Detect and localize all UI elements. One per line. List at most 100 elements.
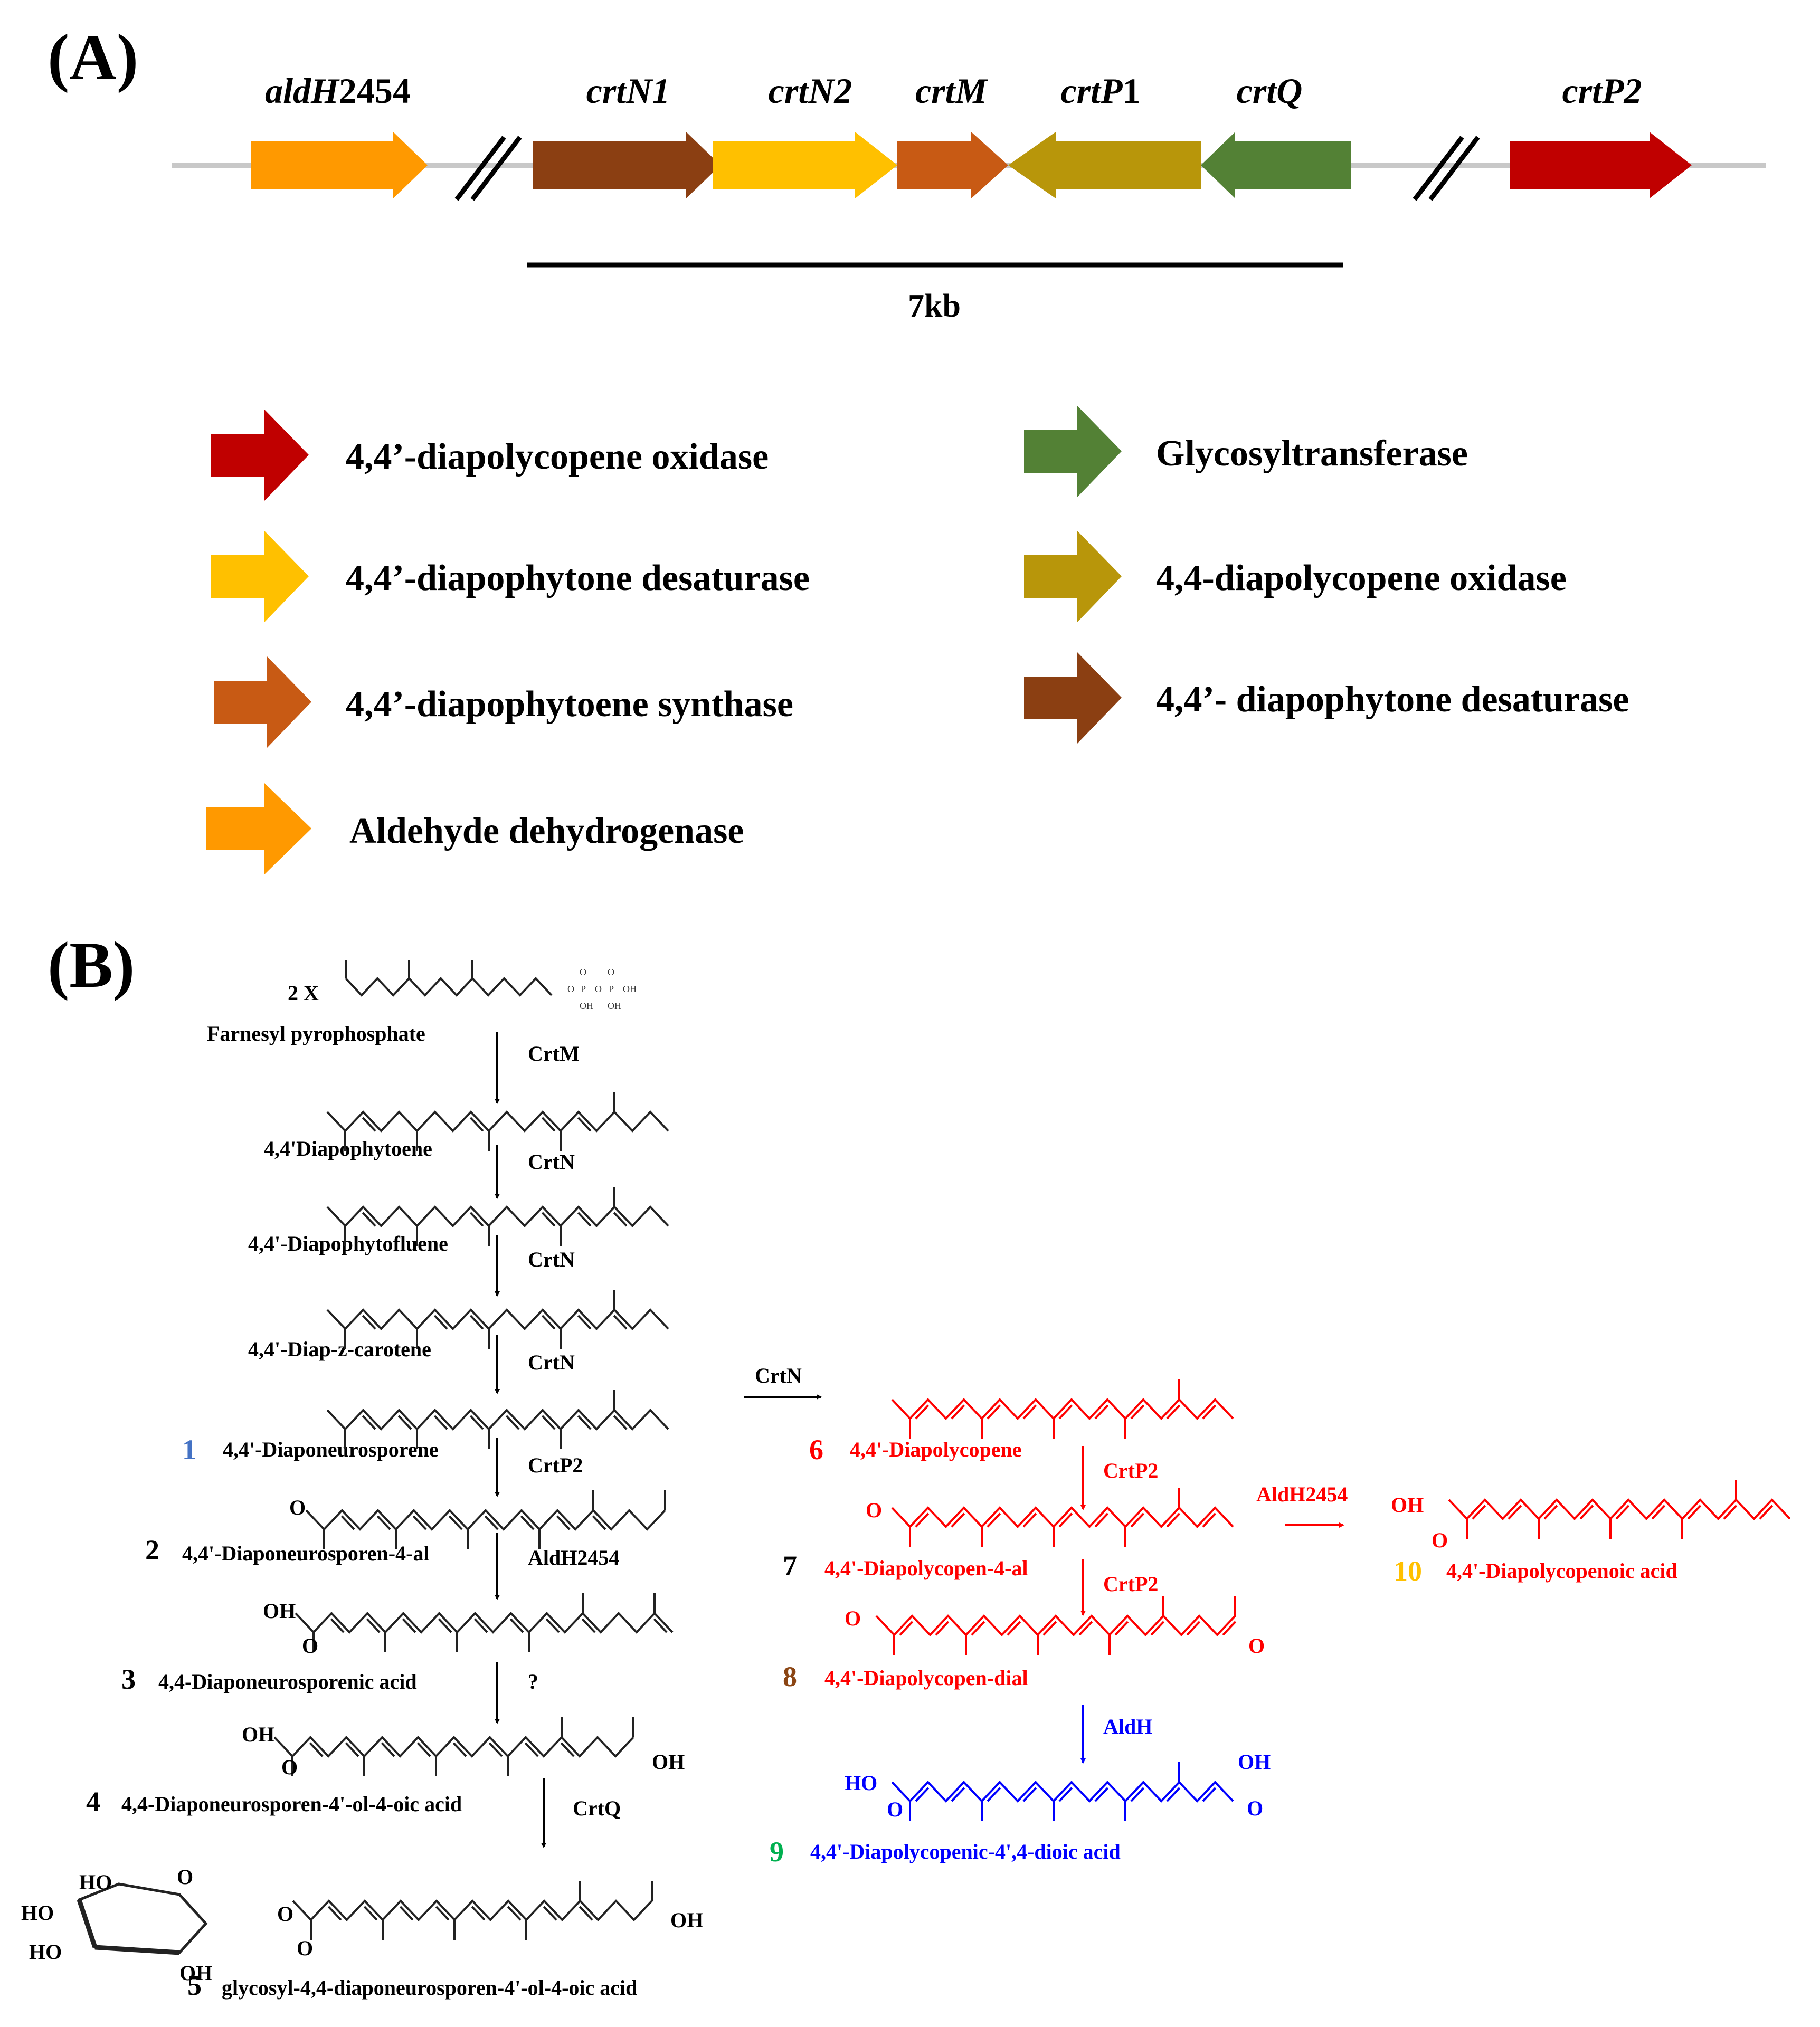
atom-oh-cmp4-alcohol: OH	[652, 1750, 685, 1774]
diaponeurosporenic-acid-backbone	[295, 1612, 674, 1634]
diapolycopenoic-acid-double-bond	[1508, 1505, 1522, 1520]
diapolycopenic-dioic-acid-double-bond	[1202, 1787, 1217, 1802]
diapolycopen-4-al-double-bond	[915, 1512, 930, 1528]
diaponeurosporenic-acid-double-bond	[509, 1618, 524, 1633]
atom-o-cmp8-right: O	[1248, 1634, 1265, 1658]
diapolycopenoic-acid-double-bond	[1472, 1505, 1486, 1520]
diaponeurosporen-4-al-double-bond	[448, 1515, 463, 1530]
legend-label-diapophytone-desaturase-2: 4,4’- diapophytone desaturase	[1156, 679, 1629, 720]
gene-label-crtn1: crtN1	[586, 71, 670, 111]
diaponeurosporene-double-bond	[541, 1415, 556, 1430]
diapolycopenic-dioic-acid-double-bond	[987, 1787, 1001, 1802]
panel-b-label: (B)	[48, 929, 135, 1001]
main-pathway-enzyme-label: ?	[528, 1670, 538, 1693]
diapolycopenoic-acid-double-bond	[1651, 1505, 1666, 1520]
gene-label-crtp1: crtP1	[1060, 71, 1140, 111]
diapophytoene-backbone	[326, 1110, 669, 1133]
diaponeurosporen-ol-oic-acid-double-bond	[524, 1742, 539, 1757]
diapolycopen-4-al-double-bond	[1094, 1512, 1109, 1528]
atom-ho-glyc-1: HO	[79, 1870, 112, 1894]
gene-label-crtn2: crtN2	[769, 71, 852, 111]
diapolycopenoic-acid-double-bond	[1687, 1505, 1702, 1520]
svg-text:P: P	[581, 984, 586, 994]
svg-text:OH: OH	[580, 1001, 593, 1011]
diaponeurosporenic-acid-double-bond	[366, 1618, 381, 1633]
glycosyl-diaponeurosporen-double-bond	[363, 1906, 378, 1921]
compound-number-1: 1	[182, 1434, 196, 1465]
diapolycopenic-dioic-acid-double-bond	[1130, 1787, 1145, 1802]
gene-arrow-crtn2	[713, 132, 897, 198]
diap-z-carotene-double-bond	[613, 1315, 628, 1330]
diapolycopenic-dioic-acid-backbone	[891, 1781, 1234, 1803]
atom-o-cmp4: O	[281, 1755, 298, 1779]
diapolycopenoic-acid-double-bond	[1543, 1505, 1558, 1520]
diaponeurosporen-4-al-backbone	[305, 1509, 666, 1531]
diapolycopenic-dioic-acid-double-bond	[951, 1787, 965, 1802]
diaponeurosporene-double-bond	[397, 1415, 412, 1430]
diaponeurosporene-double-bond	[469, 1415, 484, 1430]
diapolycopen-dial-double-bond	[1078, 1621, 1093, 1636]
gene-arrow-crtn1	[533, 132, 721, 198]
diapolycopen-dial-double-bond	[1222, 1621, 1237, 1636]
diaponeurosporenic-acid-double-bond	[402, 1618, 416, 1633]
compound-name-9: 4,4'-Diapolycopenic-4',4-dioic acid	[810, 1840, 1121, 1863]
atom-o-glyc-link: O	[277, 1902, 293, 1926]
diapophytofluene-double-bond	[577, 1212, 592, 1227]
fpp-name: Farnesyl pyrophosphate	[207, 1022, 425, 1045]
side-pathway-structures	[875, 1379, 1791, 1821]
diapolycopene-double-bond	[987, 1404, 1001, 1420]
svg-text:OH: OH	[623, 984, 637, 994]
atom-o-cmp7: O	[866, 1498, 882, 1522]
diapolycopene-double-bond	[1022, 1404, 1037, 1420]
glycosyl-diaponeurosporen-double-bond	[435, 1906, 450, 1921]
compound-number-10: 10	[1394, 1555, 1422, 1587]
diapolycopen-dial-double-bond	[1114, 1621, 1129, 1636]
legend-swatch-diapophytone-desaturase-1	[211, 530, 309, 623]
atom-o-cmp2: O	[289, 1496, 306, 1519]
diaponeurosporen-ol-oic-acid-double-bond	[488, 1742, 503, 1757]
diap-z-carotene-double-bond	[541, 1315, 556, 1330]
main-pathway-enzyme-label: CrtN	[528, 1350, 575, 1374]
atom-oh-cmp5-alcohol: OH	[670, 1908, 703, 1932]
side-pathway-enzyme-label: AldH	[1103, 1715, 1152, 1738]
compound-name-diap-z-carotene: 4,4'-Diap-z-carotene	[248, 1337, 431, 1361]
diaponeurosporene-double-bond	[613, 1415, 628, 1430]
diapolycopen-4-al-double-bond	[987, 1512, 1001, 1528]
diapolycopenoic-acid-double-bond	[1723, 1505, 1738, 1520]
atom-ho-cmp9: HO	[845, 1771, 877, 1795]
diaponeurosporen-4-al-double-bond	[592, 1515, 606, 1530]
gene-label-crtq: crtQ	[1237, 71, 1303, 111]
legend-label-diapophytone-desaturase-1: 4,4’-diapophytone desaturase	[346, 558, 810, 598]
fpp-structure	[345, 960, 553, 997]
glycosyl-diaponeurosporen-double-bond	[579, 1906, 593, 1921]
atom-oh-cmp10: OH	[1391, 1493, 1424, 1517]
legend-label-glycosyltransferase: Glycosyltransferase	[1156, 433, 1468, 474]
diaponeurosporene-double-bond	[433, 1415, 448, 1430]
legend-swatch-diapophytone-desaturase-2	[1024, 652, 1122, 744]
glycosyl-diaponeurosporen-double-bond	[543, 1906, 557, 1921]
legend-label-diapophytoene-synthase: 4,4’-diapophytoene synthase	[346, 684, 793, 725]
diaponeurosporenic-acid-double-bond	[581, 1618, 596, 1633]
glycosyl-diaponeurosporen-double-bond	[327, 1906, 342, 1921]
atom-o-cmp3: O	[302, 1634, 318, 1658]
compound-number-6: 6	[809, 1434, 823, 1465]
diaponeurosporen-ol-oic-acid-double-bond	[416, 1742, 431, 1757]
diapolycopen-dial-double-bond	[1186, 1621, 1201, 1636]
diapophytoene-double-bond	[577, 1117, 592, 1132]
legend-label-aldehyde-dehydrogenase: Aldehyde dehydrogenase	[349, 811, 744, 851]
atom-o-cmp10: O	[1432, 1528, 1448, 1552]
atom-oh-cmp3: OH	[263, 1599, 296, 1623]
svg-text:P: P	[609, 984, 614, 994]
diapolycopen-dial-double-bond	[935, 1621, 950, 1636]
legend-swatch-glycosyltransferase	[1024, 405, 1122, 498]
diapolycopenic-dioic-acid-double-bond	[1058, 1787, 1073, 1802]
svg-text:O: O	[608, 967, 614, 977]
diapophytofluene-double-bond	[613, 1212, 628, 1227]
diapolycopenoic-acid-double-bond	[1579, 1505, 1594, 1520]
fpp-prefix: 2 X	[288, 981, 319, 1005]
genome-break-mark-1	[454, 136, 522, 201]
legend-swatch-aldehyde-dehydrogenase	[206, 783, 311, 875]
main-pathway-structures	[273, 1092, 674, 1940]
diapolycopenic-dioic-acid-double-bond	[1022, 1787, 1037, 1802]
